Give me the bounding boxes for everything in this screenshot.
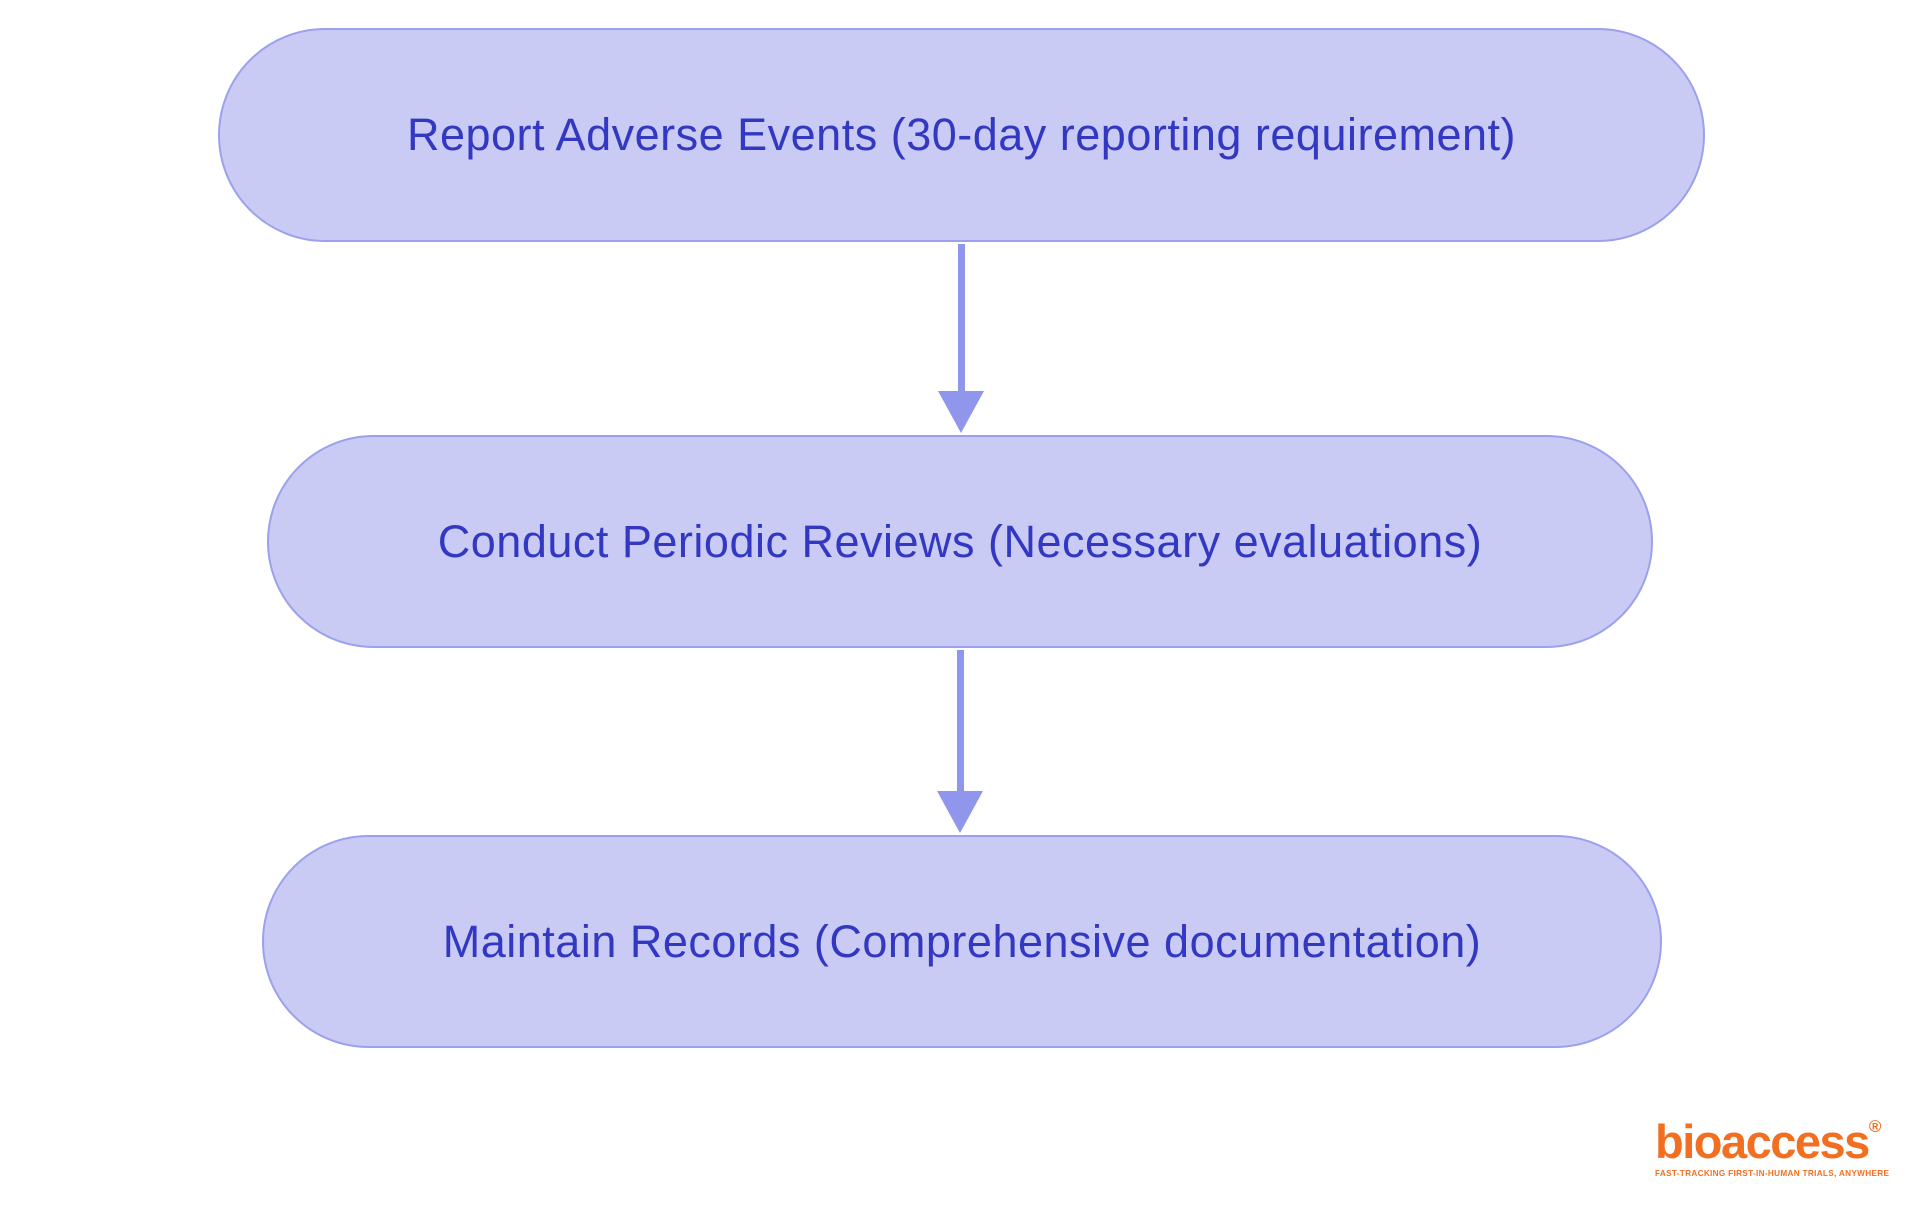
flow-node-label: Conduct Periodic Reviews (Necessary eval…	[437, 515, 1483, 567]
flow-node-maintain-records: Maintain Records (Comprehensive document…	[262, 835, 1662, 1048]
arrow-head-down-icon	[937, 791, 983, 833]
flow-arrow-icon	[937, 650, 983, 833]
logo-wordmark: bioaccess®	[1655, 1118, 1889, 1165]
arrow-shaft	[956, 650, 964, 791]
logo-text: bioaccess	[1655, 1115, 1870, 1168]
registered-mark-icon: ®	[1868, 1117, 1882, 1136]
logo-tagline: FAST-TRACKING FIRST-IN-HUMAN TRIALS, ANY…	[1655, 1169, 1890, 1178]
arrow-head-down-icon	[938, 391, 984, 433]
flow-node-label: Maintain Records (Comprehensive document…	[442, 915, 1482, 967]
arrow-shaft	[957, 244, 965, 391]
flow-node-label: Report Adverse Events (30-day reporting …	[406, 109, 1517, 160]
flow-arrow-icon	[938, 244, 984, 433]
flow-node-conduct-periodic-reviews: Conduct Periodic Reviews (Necessary eval…	[267, 435, 1653, 648]
flow-node-report-adverse-events: Report Adverse Events (30-day reporting …	[218, 28, 1705, 242]
bioaccess-logo: bioaccess® FAST-TRACKING FIRST-IN-HUMAN …	[1655, 1118, 1889, 1178]
